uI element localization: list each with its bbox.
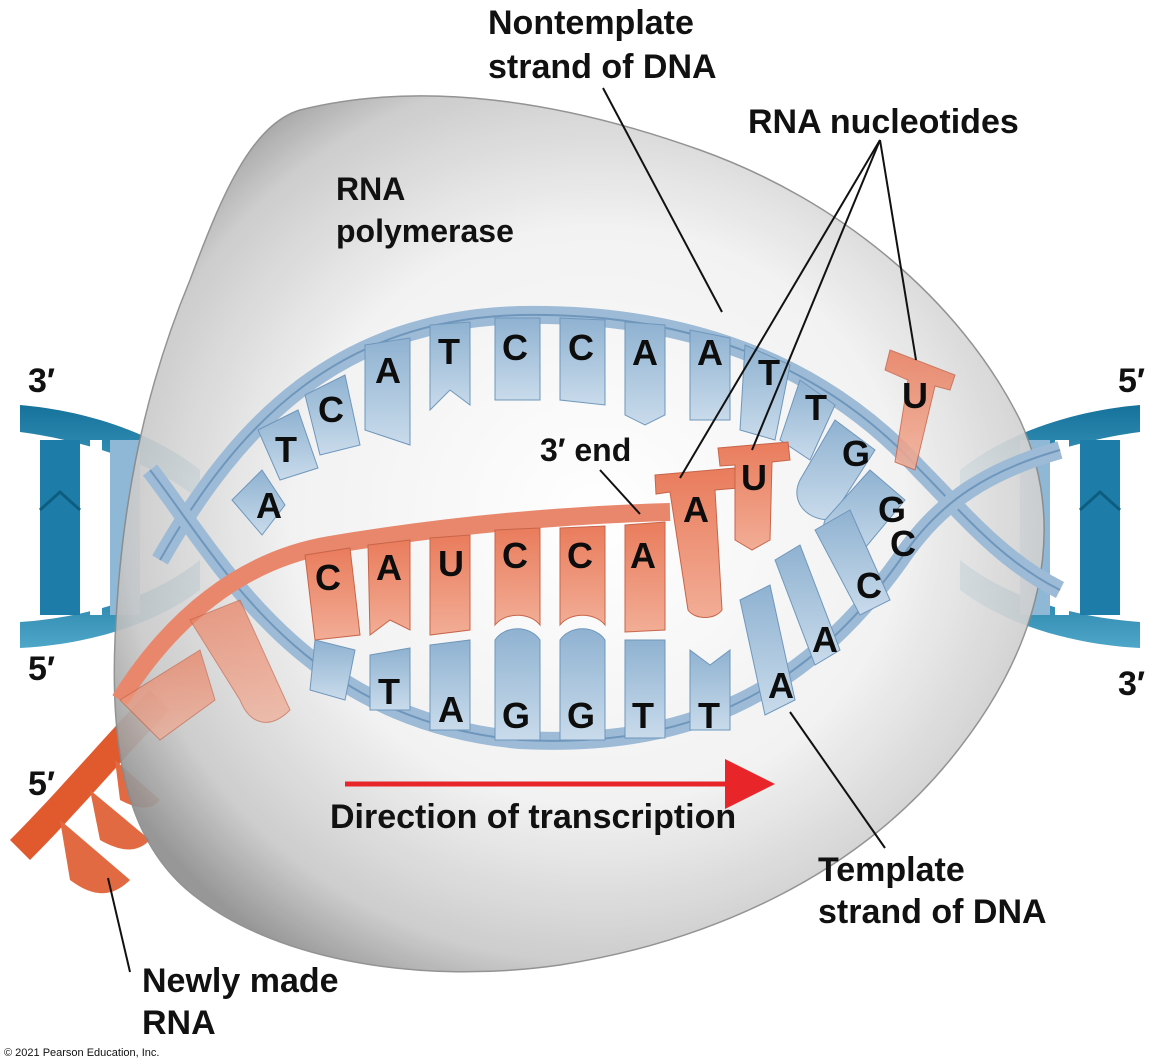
template-letter: A [768,665,794,706]
rna-base-5 [559,525,606,627]
nontemplate-letter: C [318,389,344,430]
template-bases [309,509,891,741]
template-base-10 [814,509,891,616]
rna-letter: C [502,535,528,576]
template-letter: C [890,523,916,564]
nontemplate-label-line2: strand of DNA [488,48,717,86]
template-base-2 [369,647,411,711]
nontemplate-base-10 [739,344,791,441]
right-top-end-label: 5′ [1118,362,1145,400]
rna-five-prime-label: 5′ [28,765,55,803]
rna-base-6 [624,521,666,633]
rna-bases [119,521,666,741]
rna-polymerase-label-line2: polymerase [336,213,514,249]
rna-letter: A [376,547,402,588]
rna-backbone [112,503,671,705]
free-nucleotide-a [654,467,739,618]
template-base-3 [429,639,471,731]
nontemplate-letter: A [697,332,723,373]
nontemplate-base-8 [624,321,666,426]
free-nucleotide-u2 [884,349,956,471]
rna-letter: A [683,489,709,530]
nontemplate-base-1 [231,469,286,536]
template-base-1 [309,639,356,701]
nontemplate-letter: T [805,387,827,428]
template-letter: G [567,695,595,736]
nontemplate-base-3 [304,374,361,456]
template-label-line2: strand of DNA [818,893,1047,931]
nontemplate-letter: C [568,327,594,368]
rna-letter: U [438,543,464,584]
nontemplate-label-line1: Nontemplate [488,4,694,42]
outer-dna-left [20,405,200,648]
left-top-end-label: 3′ [28,362,55,400]
template-letter: T [698,695,720,736]
rna-base-4 [494,527,541,627]
nontemplate-letter: T [438,331,460,372]
template-base-8 [739,584,796,716]
template-letters: T A G G T T A A C C [378,523,916,736]
template-base-7 [689,649,731,731]
nontemplate-letter: A [256,485,282,526]
nontemplate-base-7 [559,317,606,406]
copyright-text: © 2021 Pearson Education, Inc. [4,1047,159,1059]
template-letter: G [502,695,530,736]
template-letter: A [812,619,838,660]
rna-base-1 [304,547,361,641]
template-base-5 [559,628,606,741]
left-bottom-end-label: 5′ [28,650,55,688]
nontemplate-letter: C [502,327,528,368]
newly-made-rna-label-line2: RNA [142,1004,216,1042]
template-letter: C [856,565,882,606]
template-base-4 [494,628,541,741]
nontemplate-base-5 [429,321,471,412]
nontemplate-letters: A T C A T C C A A T T G G [256,327,906,530]
template-base-9 [774,544,841,666]
nontemplate-base-9 [689,329,731,421]
free-nucleotide-u1 [717,441,791,551]
nontemplate-letter: G [878,489,906,530]
rna-letter: U [741,457,767,498]
template-base-6 [624,639,666,739]
nontemplate-base-4 [364,337,411,446]
rna-letter: C [315,557,341,598]
nontemplate-letter: G [842,433,870,474]
template-label-line1: Template [818,851,965,889]
nontemplate-letter: T [275,429,297,470]
nontemplate-base-11 [779,379,836,461]
rna-base-2 [367,539,411,636]
free-rna-nucleotides [654,349,956,618]
leader-lines [107,87,917,973]
nontemplate-base-2 [257,409,319,481]
template-letter: A [438,689,464,730]
rna-polymerase-label-line1: RNA [336,171,405,207]
right-bottom-end-label: 3′ [1118,665,1145,703]
rna-letter: U [902,375,928,416]
template-letter: T [632,695,654,736]
rna-base-3 [429,534,471,636]
direction-label: Direction of transcription [330,798,736,836]
newly-made-rna-label-line1: Newly made [142,962,339,1000]
rna-letter: C [567,535,593,576]
rna-nucleotides-label: RNA nucleotides [748,103,1019,141]
nontemplate-base-6 [494,317,541,401]
three-prime-end-label: 3′ end [540,432,631,468]
nontemplate-letter: A [375,350,401,391]
nontemplate-letter: T [758,352,780,393]
rna-letter: A [630,535,656,576]
template-letter: T [378,671,400,712]
rna-letters: C A U C C A A U U [315,375,928,598]
nontemplate-letter: A [632,332,658,373]
